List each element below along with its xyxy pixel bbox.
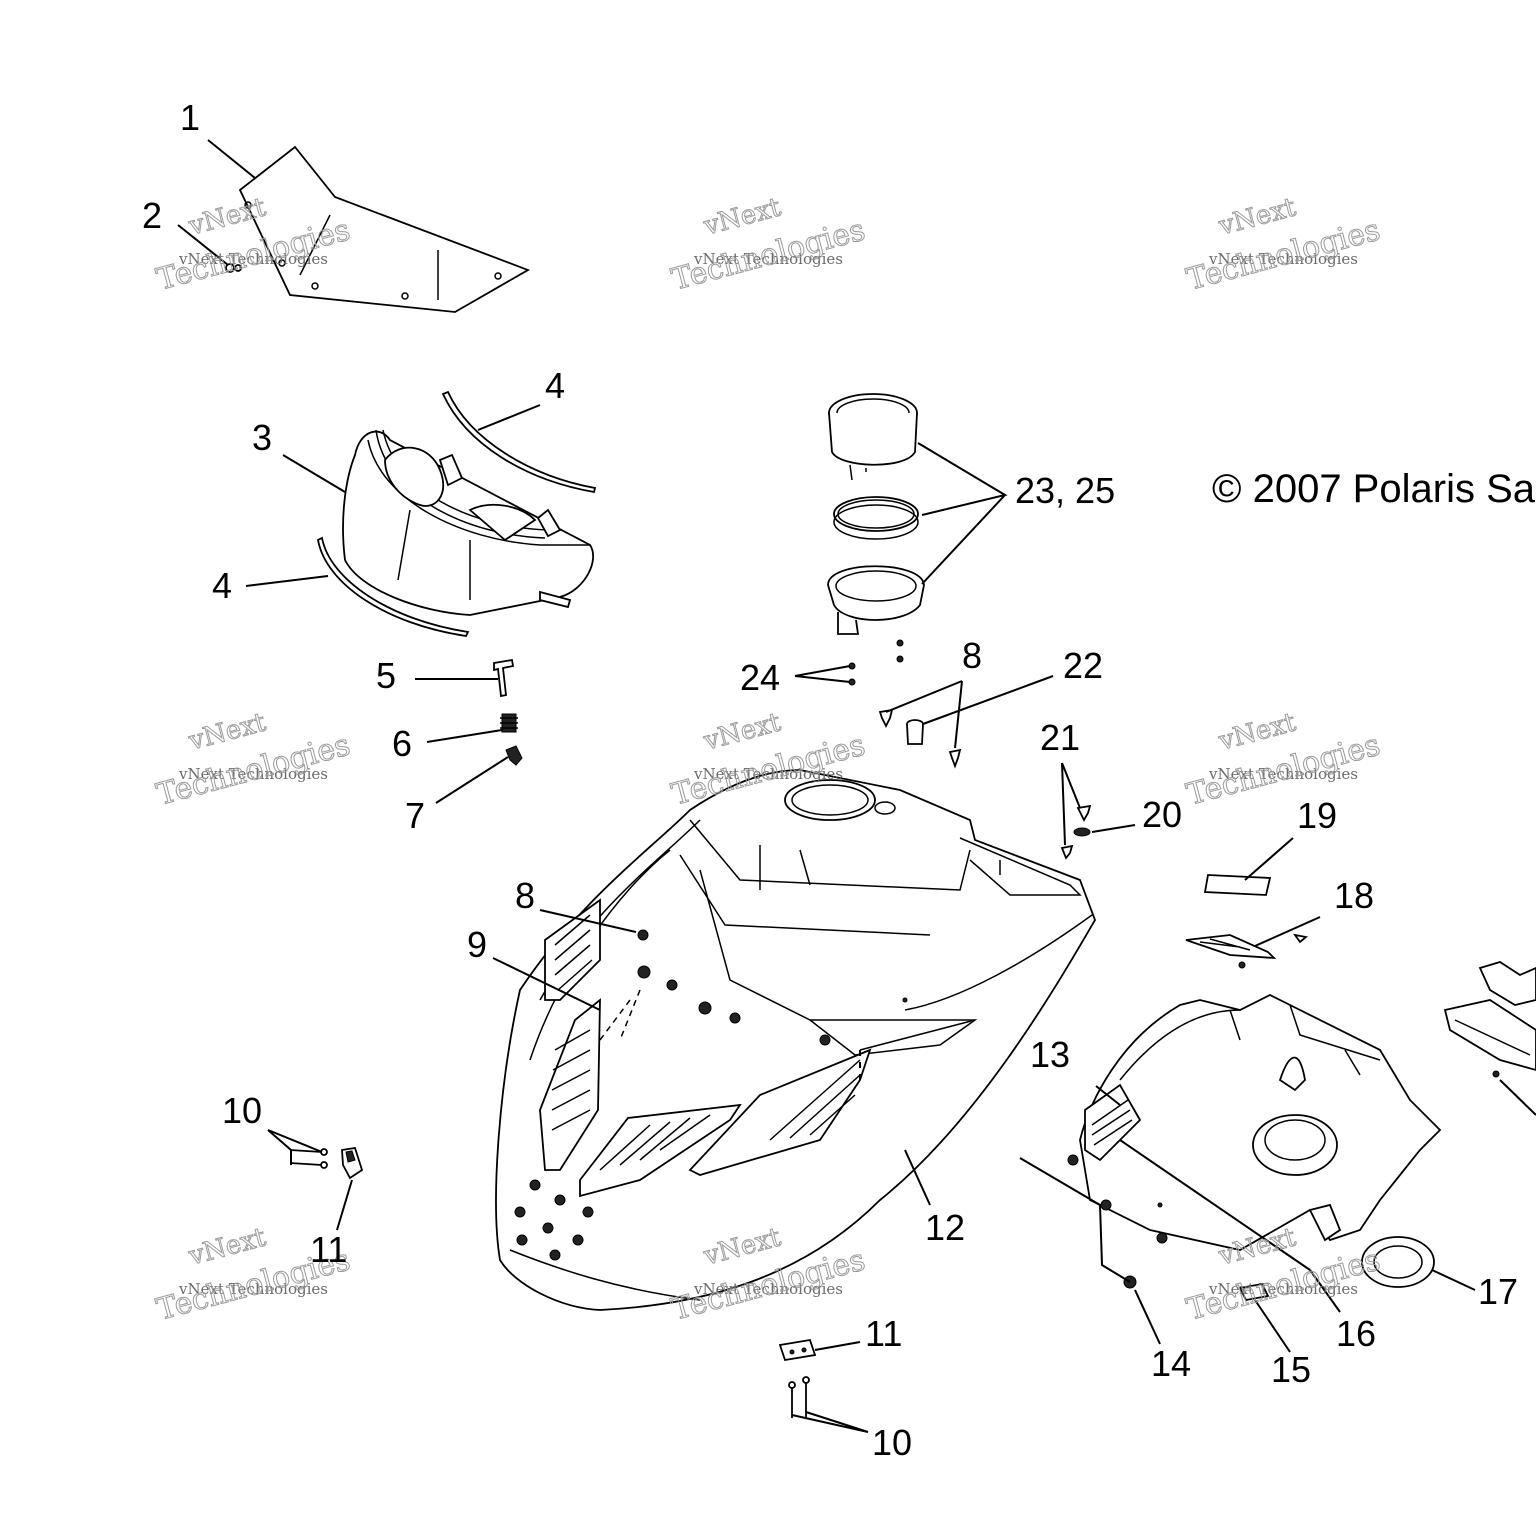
watermark-brand: vNext [700, 707, 785, 757]
gauge-screws-part [848, 639, 904, 686]
watermark-line: vNext Technologies [1208, 765, 1358, 783]
watermark-2: vNext vNext Technologies Technologies [668, 192, 870, 298]
callout-12: 12 [925, 1207, 965, 1248]
push-rivet-upper-part [878, 708, 962, 769]
clip-part-11-bottom [778, 1338, 817, 1362]
watermark-line: vNext Technologies [693, 1280, 843, 1298]
callout-8-lower: 8 [515, 875, 535, 916]
watermark-line: vNext Technologies [693, 765, 843, 783]
grommet-part [906, 719, 924, 745]
spring-part [500, 713, 518, 733]
callout-19: 19 [1297, 795, 1337, 836]
clip-part [505, 745, 523, 766]
callout-15: 15 [1271, 1349, 1311, 1390]
rivet-part-10-left [289, 1148, 328, 1169]
watermark-brand: vNext [700, 192, 785, 242]
watermark-4: vNext vNext Technologies Technologies [153, 707, 355, 813]
callout-5: 5 [376, 655, 396, 696]
callout-7: 7 [405, 795, 425, 836]
windshield-part [238, 145, 531, 313]
callout-13: 13 [1030, 1034, 1070, 1075]
callout-3: 3 [252, 417, 272, 458]
watermark-brand: vNext [185, 707, 270, 757]
callout-16: 16 [1336, 1313, 1376, 1354]
grommet-part-17 [1361, 1236, 1435, 1288]
watermark-brand: vNext [185, 1222, 270, 1272]
watermark-line: vNext Technologies [178, 250, 328, 268]
screw-part-2 [225, 263, 242, 273]
fastener-part-21 [1060, 804, 1092, 860]
watermark-3: vNext vNext Technologies Technologies [1183, 192, 1385, 298]
bracket-part-18 [1185, 933, 1309, 969]
headlight-part [342, 429, 595, 616]
callout-14: 14 [1151, 1343, 1191, 1384]
watermark-7: vNext vNext Technologies Technologies [153, 1222, 355, 1328]
callout-4-upper: 4 [545, 365, 565, 406]
callout-8-upper: 8 [962, 635, 982, 676]
callout-labels: 1 2 3 4 4 5 6 7 8 8 9 10 10 11 11 12 13 … [142, 97, 1518, 1463]
pad-part-19 [1203, 874, 1272, 896]
callout-2: 2 [142, 195, 162, 236]
callout-10-left: 10 [222, 1090, 262, 1131]
callout-22: 22 [1063, 645, 1103, 686]
clip-part-15 [1238, 1282, 1270, 1302]
watermark-brand: vNext [1215, 707, 1300, 757]
callout-18: 18 [1334, 875, 1374, 916]
watermark-brand: vNext [185, 192, 270, 242]
callout-24: 24 [740, 657, 780, 698]
watermark-line: vNext Technologies [1208, 250, 1358, 268]
callout-17: 17 [1478, 1271, 1518, 1312]
trim-strip-lower-part [316, 536, 470, 637]
callout-6: 6 [392, 723, 412, 764]
hood-part [495, 769, 1096, 1311]
watermark-6: vNext vNext Technologies Technologies [1183, 707, 1385, 813]
watermark-line: vNext Technologies [1208, 1280, 1358, 1298]
callout-21: 21 [1040, 717, 1080, 758]
rivet-part-10-bottom [788, 1376, 810, 1418]
leader-lines [177, 139, 1476, 1433]
belly-pan-part [1067, 993, 1442, 1251]
watermark-line: vNext Technologies [178, 765, 328, 783]
washer-part-20 [1073, 827, 1091, 837]
watermark-brand: vNext [1215, 192, 1300, 242]
copyright-notice: © 2007 Polaris Sale [1212, 467, 1536, 511]
callout-23-25: 23, 25 [1015, 470, 1115, 511]
callout-9: 9 [467, 924, 487, 965]
callout-1: 1 [180, 97, 200, 138]
watermark-line: vNext Technologies [693, 250, 843, 268]
trim-strip-upper-part [441, 390, 597, 494]
clip-part-11-left [341, 1146, 364, 1180]
gauge-part [827, 393, 925, 635]
callout-11-bottom: 11 [865, 1313, 902, 1354]
callout-20: 20 [1142, 794, 1182, 835]
callout-10-bottom: 10 [872, 1422, 912, 1463]
watermark-line: vNext Technologies [178, 1280, 328, 1298]
adjuster-screw-part [493, 658, 515, 698]
partial-part-right-edge [1443, 961, 1536, 1116]
callout-11-left: 11 [310, 1229, 347, 1270]
callout-4-lower: 4 [212, 565, 232, 606]
